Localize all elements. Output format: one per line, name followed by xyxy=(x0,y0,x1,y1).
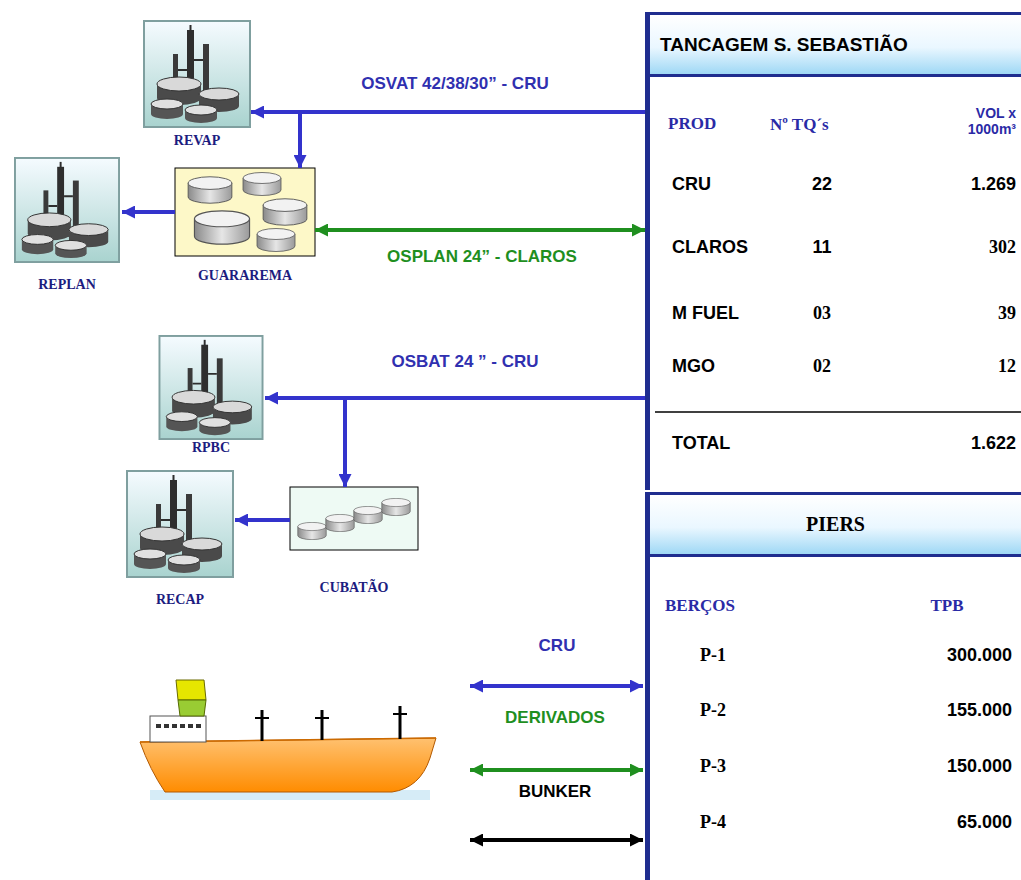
flow-label: CRU xyxy=(539,636,576,656)
pipeline-label: OSVAT 42/38/30” - CRU xyxy=(361,74,548,94)
refinery-icon xyxy=(127,471,233,577)
node-label: REVAP xyxy=(174,132,220,150)
table-cell: 03 xyxy=(813,303,831,324)
node-label: RECAP xyxy=(156,591,204,609)
table-cell: 302 xyxy=(989,237,1016,258)
node-label: CUBATÃO xyxy=(320,579,389,597)
table-cell: 11 xyxy=(812,237,831,258)
refinery-icon xyxy=(15,158,119,262)
table-cell: CLAROS xyxy=(672,237,748,258)
table-cell: P-1 xyxy=(700,645,726,666)
pipeline-connector xyxy=(235,518,290,522)
pipeline-label: OSPLAN 24” - CLAROS xyxy=(387,247,577,267)
refinery-icon xyxy=(144,21,250,127)
pipeline-connector xyxy=(315,228,645,232)
flow-label: BUNKER xyxy=(519,782,592,802)
table-cell: P-3 xyxy=(700,756,726,777)
pipeline-connector xyxy=(345,398,645,487)
panel-heading: TANCAGEM S. SEBASTIÃO xyxy=(650,15,1021,77)
table-cell: TOTAL xyxy=(672,433,730,454)
refinery-node: REPLAN xyxy=(12,157,122,294)
table-cell: 155.000 xyxy=(947,700,1012,721)
table-cell: P-4 xyxy=(700,812,726,833)
node-label: REPLAN xyxy=(38,276,96,294)
table-cell: M FUEL xyxy=(672,303,739,324)
tanker-ship xyxy=(140,680,436,800)
table-cell: P-2 xyxy=(700,700,726,721)
table-header: Nº TQ´s xyxy=(770,115,829,135)
table-cell: 65.000 xyxy=(957,812,1012,833)
pipeline-connector xyxy=(122,210,175,214)
refinery-node: REVAP xyxy=(143,20,251,150)
table-cell: 12 xyxy=(998,356,1016,377)
table-cell: 300.000 xyxy=(947,645,1012,666)
table-cell: CRU xyxy=(672,174,711,195)
flow-label: DERIVADOS xyxy=(505,708,605,728)
node-label: RPBC xyxy=(192,439,230,457)
panel-heading: PIERS xyxy=(650,495,1021,557)
table-cell: 150.000 xyxy=(947,756,1012,777)
ship-flow-arrows xyxy=(470,686,643,840)
table-rule xyxy=(655,411,1021,413)
node-label: GUARAREMA xyxy=(198,267,292,285)
table-header: BERÇOS xyxy=(665,596,735,616)
tank-farm-icon xyxy=(175,168,315,256)
refinery-icon xyxy=(159,336,262,439)
table-header: VOL x 1000m³ xyxy=(944,105,1016,137)
table-cell: 1.622 xyxy=(971,433,1016,454)
table-cell: MGO xyxy=(672,356,715,377)
table-cell: 1.269 xyxy=(971,174,1016,195)
refinery-node: RECAP xyxy=(125,470,235,609)
table-header: TPB xyxy=(930,596,963,616)
tank-farm-icon xyxy=(290,487,418,550)
tank-farm-node: CUBATÃO xyxy=(290,487,418,597)
table-cell: 39 xyxy=(998,303,1016,324)
refinery-icons xyxy=(15,21,263,577)
pipeline-label: OSBAT 24 ” - CRU xyxy=(391,352,538,372)
tank-farm-node: GUARAREMA xyxy=(175,168,315,285)
table-cell: 02 xyxy=(813,356,831,377)
table-header: PROD xyxy=(668,114,716,134)
table-cell: 22 xyxy=(812,174,832,195)
refinery-node: RPBC xyxy=(157,335,265,457)
pipeline-connector xyxy=(300,112,645,168)
